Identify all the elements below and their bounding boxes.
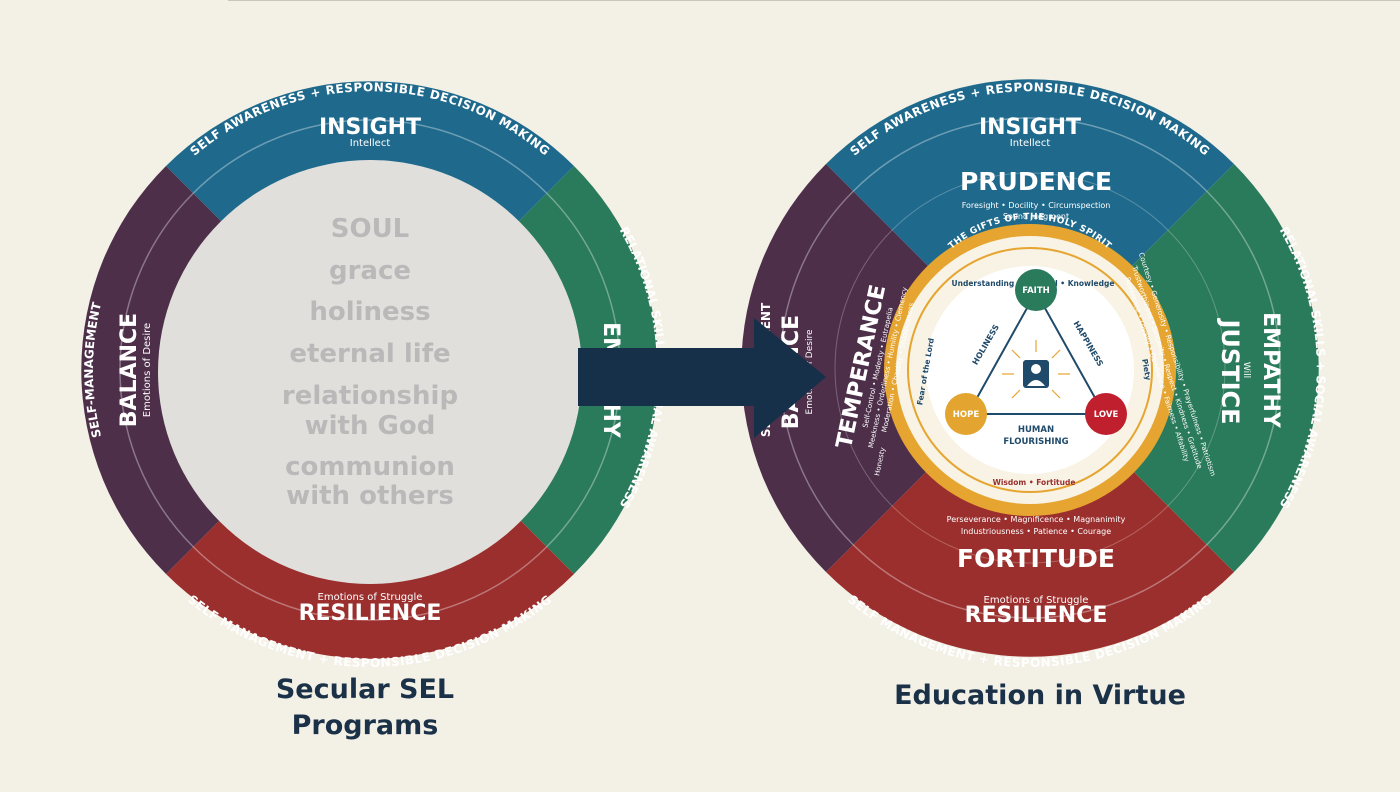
faith-label: FAITH <box>1022 286 1049 296</box>
left-resilience-sub: Emotions of Struggle <box>318 592 423 603</box>
caption-secular-line1: Secular SEL <box>275 674 455 705</box>
fortitude-sub-2: Industriousness • Patience • Courage <box>961 527 1111 536</box>
person-icon <box>1023 360 1049 388</box>
virtue-triangle <box>966 289 1106 415</box>
right-inner-ring-divider <box>834 172 1226 564</box>
gifts-bottom-text: Wisdom • Fortitude <box>993 478 1076 487</box>
soul-word: eternal life <box>289 339 450 369</box>
prudence-sub-2: Sound Judgment <box>1003 212 1069 221</box>
soul-word: grace <box>329 256 411 286</box>
left-resilience-label: RESILIENCE <box>299 601 442 626</box>
gifts-right-text: Piety <box>1140 358 1153 381</box>
left-soul-circle <box>158 160 582 584</box>
right-empathy-label: EMPATHY <box>1258 312 1283 429</box>
left-balance-label: BALANCE <box>117 313 142 427</box>
arrow-right-icon <box>578 318 826 438</box>
person-rays <box>1002 340 1070 399</box>
caption-secular-sel: Secular SEL Programs <box>240 672 490 744</box>
human-flourishing-1: HUMAN <box>1018 425 1054 435</box>
human-flourishing-2: FLOURISHING <box>1003 437 1068 447</box>
left-insight-sub: Intellect <box>350 138 391 149</box>
hope-label: HOPE <box>953 410 980 420</box>
gifts-inner-line <box>907 247 1153 493</box>
right-insight-label: INSIGHT <box>979 115 1081 140</box>
faith-node <box>1015 269 1057 311</box>
soul-word: with others <box>286 481 454 511</box>
fortitude-label: FORTITUDE <box>957 544 1115 573</box>
prudence-sub-1: Foresight • Docility • Circumspection <box>962 201 1111 210</box>
justice-label: JUSTICE <box>1216 317 1244 424</box>
soul-word: SOUL <box>331 214 410 244</box>
left-insight-label: INSIGHT <box>319 115 421 140</box>
right-insight-quadrant <box>826 79 1234 368</box>
caption-education-in-virtue: Education in Virtue <box>894 680 1186 711</box>
right-resilience-label: RESILIENCE <box>965 603 1108 628</box>
hope-node <box>945 393 987 435</box>
fortitude-sub-1: Perseverance • Magnificence • Magnanimit… <box>947 515 1126 524</box>
love-label: LOVE <box>1094 410 1119 420</box>
left-balance-sub: Emotions of Desire <box>142 323 153 417</box>
top-divider-line <box>228 0 1400 1</box>
soul-word: with God <box>305 411 436 441</box>
right-resilience-sub: Emotions of Struggle <box>984 595 1089 606</box>
prudence-label: PRUDENCE <box>960 167 1112 196</box>
soul-word: communion <box>285 452 455 482</box>
love-node <box>1085 393 1127 435</box>
right-insight-sub: Intellect <box>1010 138 1051 149</box>
soul-word: relationship <box>282 381 458 411</box>
caption-secular-line2: Programs <box>291 710 439 741</box>
soul-word: holiness <box>309 297 430 327</box>
right-empathy-sub: Will <box>1241 362 1251 378</box>
right-wheel: SELF AWARENESS + RESPONSIBLE DECISION MA… <box>741 79 1328 670</box>
soul-word-list: SOUL grace holiness eternal life relatio… <box>282 214 458 511</box>
